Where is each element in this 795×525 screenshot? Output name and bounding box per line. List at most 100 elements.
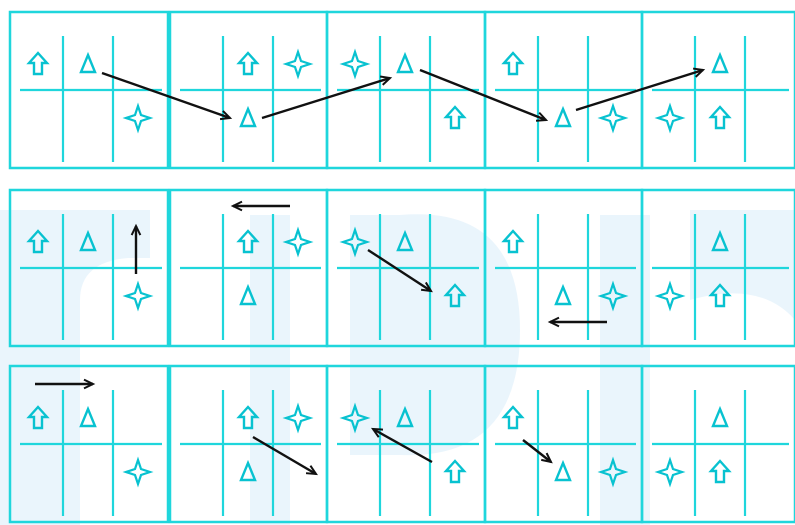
four-point-star-icon	[282, 48, 314, 80]
four-point-star-icon	[654, 280, 686, 312]
triangle-icon	[79, 229, 97, 252]
up-arrow-icon	[501, 229, 525, 254]
arrow-head	[305, 465, 318, 476]
transition-arrow	[575, 67, 706, 112]
four-point-star-icon	[122, 456, 154, 488]
frame	[325, 10, 487, 170]
frame-symbols	[339, 226, 467, 308]
up-arrow-icon	[236, 51, 260, 76]
transition-arrow	[130, 223, 142, 274]
triangle-icon	[79, 51, 97, 74]
arrow-head	[535, 111, 549, 122]
frame-border	[8, 10, 170, 170]
sequence-row	[8, 10, 795, 170]
frame	[640, 188, 795, 348]
sequence-rows	[8, 10, 795, 524]
frame-symbols	[236, 48, 314, 128]
transition-arrow	[261, 75, 393, 120]
frame-symbols	[26, 405, 154, 488]
triangle-icon	[239, 459, 257, 482]
frame	[168, 188, 329, 348]
up-arrow-icon	[236, 229, 260, 254]
frame-symbols	[654, 229, 732, 312]
frame-symbols	[339, 402, 467, 484]
triangle-icon	[711, 405, 729, 428]
arrow-shaft	[367, 248, 432, 293]
transition-arrow	[252, 435, 318, 476]
triangle-icon	[396, 405, 414, 428]
four-point-star-icon	[122, 280, 154, 312]
transition-arrow	[419, 68, 549, 122]
four-point-star-icon	[339, 48, 371, 80]
frame	[640, 10, 795, 170]
transition-arrow	[35, 378, 96, 390]
triangle-icon	[554, 459, 572, 482]
up-arrow-icon	[708, 459, 732, 484]
triangle-icon	[239, 283, 257, 306]
arrow-head	[83, 378, 96, 390]
frame	[168, 364, 329, 524]
frame-symbols	[501, 51, 629, 134]
frame-symbols	[501, 405, 629, 488]
arrow-shaft	[372, 427, 433, 464]
four-point-star-icon	[122, 102, 154, 134]
arrow-head	[420, 281, 433, 293]
frame-symbols	[26, 229, 154, 312]
up-arrow-icon	[26, 229, 50, 254]
up-arrow-icon	[443, 459, 467, 484]
four-point-star-icon	[654, 456, 686, 488]
four-point-star-icon	[282, 226, 314, 258]
frame	[325, 364, 487, 524]
frame	[640, 364, 795, 524]
up-arrow-icon	[443, 105, 467, 130]
transition-arrow	[547, 316, 607, 328]
four-point-star-icon	[597, 456, 629, 488]
four-point-star-icon	[597, 102, 629, 134]
four-point-star-icon	[339, 402, 371, 434]
triangle-icon	[711, 51, 729, 74]
sequence-row	[8, 188, 795, 348]
four-point-star-icon	[339, 226, 371, 258]
triangle-icon	[79, 405, 97, 428]
arrow-head	[219, 110, 233, 121]
watermark	[0, 210, 795, 525]
transition-arrow	[230, 200, 290, 212]
arrow-shaft	[261, 76, 391, 120]
triangle-icon	[554, 105, 572, 128]
transition-arrow	[522, 439, 553, 464]
up-arrow-icon	[443, 283, 467, 308]
frame-symbols	[339, 48, 467, 130]
frame	[8, 188, 170, 348]
up-arrow-icon	[501, 51, 525, 76]
frame-symbols	[654, 405, 732, 488]
frame	[8, 10, 170, 170]
frame-border	[640, 188, 795, 348]
frame-border	[8, 188, 170, 348]
frame-symbols	[501, 229, 629, 312]
frame-symbols	[236, 226, 314, 306]
transition-arrow	[101, 71, 233, 121]
arrow-shaft	[419, 68, 547, 122]
arrow-head	[230, 200, 243, 212]
four-point-star-icon	[597, 280, 629, 312]
up-arrow-icon	[26, 405, 50, 430]
frame-symbols	[236, 402, 314, 482]
frame-border	[8, 364, 170, 524]
up-arrow-icon	[708, 283, 732, 308]
arrow-head	[370, 427, 384, 438]
arrow-head	[379, 75, 393, 86]
triangle-icon	[239, 105, 257, 128]
frame-symbols	[654, 51, 732, 134]
sequence-row	[8, 364, 795, 524]
up-arrow-icon	[501, 405, 525, 430]
transition-arrow	[370, 427, 433, 464]
triangle-icon	[396, 229, 414, 252]
triangle-icon	[711, 229, 729, 252]
up-arrow-icon	[708, 105, 732, 130]
frame-symbols	[26, 51, 154, 134]
four-point-star-icon	[282, 402, 314, 434]
up-arrow-icon	[26, 51, 50, 76]
frame	[168, 10, 329, 170]
arrow-head	[547, 316, 560, 328]
